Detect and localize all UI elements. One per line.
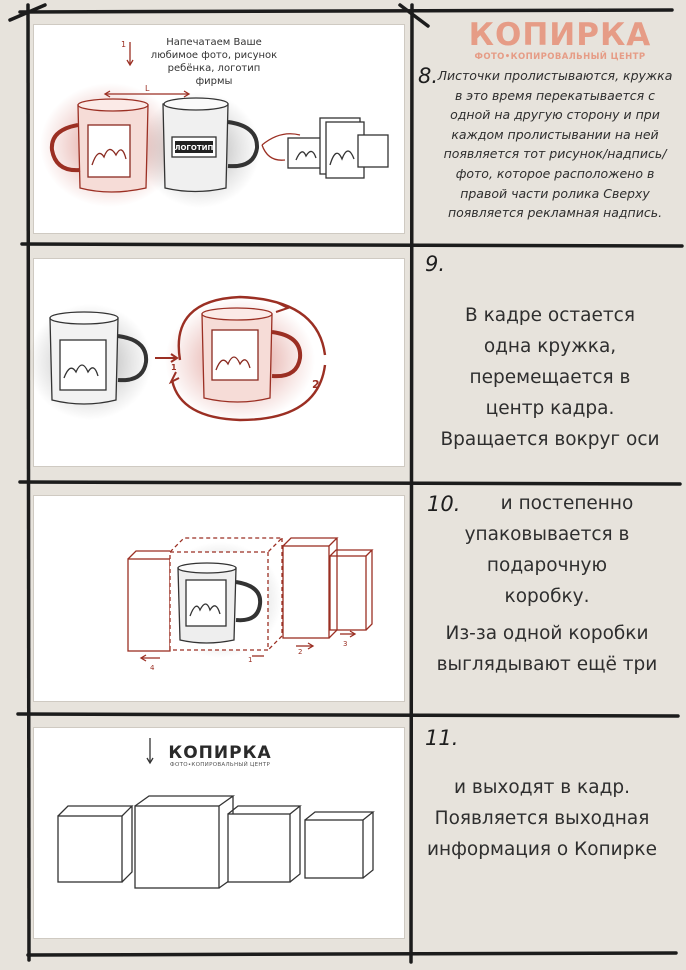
grid-lines bbox=[8, 3, 684, 964]
scene-9-mark-2: 2 bbox=[312, 378, 320, 391]
scene-10-description: и постепенно упаковывается в подарочную … bbox=[464, 493, 634, 607]
mug-label: ЛОГОТИП bbox=[175, 144, 214, 152]
scene-10-note: Из-за одной коробки выглядывают ещё три bbox=[436, 623, 658, 675]
scene-8-frame-caption: Напечатаем Ваше любимое фото, рисунок ре… bbox=[150, 37, 278, 87]
scene-10-number: 10. bbox=[427, 492, 461, 516]
scene-10-mark-1: 1 bbox=[248, 656, 252, 664]
scene-11-brand-tagline: ФОТО•КОПИРОВАЛЬНЫЙ ЦЕНТР bbox=[169, 762, 271, 768]
scene-8-number: 8. bbox=[418, 64, 439, 88]
scene-11-description: и выходят в кадр. Появляется выходная ин… bbox=[427, 777, 657, 860]
brand-name: КОПИРКА bbox=[468, 17, 652, 53]
brand-logo: КОПИРКА ФОТО•КОПИРОВАЛЬНЫЙ ЦЕНТР bbox=[460, 18, 660, 62]
brand-tagline: ФОТО•КОПИРОВАЛЬНЫЙ ЦЕНТР bbox=[474, 52, 646, 62]
scene-8-mark-l: L bbox=[145, 84, 150, 93]
scene-10-mark-3: 3 bbox=[343, 640, 347, 648]
scene-8-mark-1: 1 bbox=[121, 40, 126, 49]
scene-9-art bbox=[28, 295, 327, 422]
scene-9-mark-1: 1 bbox=[171, 363, 177, 372]
scene-9-number: 9. bbox=[425, 252, 446, 276]
scene-10-art bbox=[127, 537, 374, 662]
scene-9-description: В кадре остается одна кружка, перемещает… bbox=[440, 305, 660, 450]
scene-8-description: Листочки пролистываются, кружка в это вр… bbox=[437, 68, 673, 221]
scene-11-number: 11. bbox=[425, 726, 459, 750]
scene-10-mark-4: 4 bbox=[150, 664, 155, 672]
scene-8-art bbox=[40, 42, 389, 208]
scene-11-art bbox=[57, 738, 375, 889]
scene-10-mark-2: 2 bbox=[298, 648, 302, 656]
scene-11-brand-logo: КОПИРКА ФОТО•КОПИРОВАЛЬНЫЙ ЦЕНТР bbox=[160, 744, 280, 768]
scene-11-brand-name: КОПИРКА bbox=[168, 743, 272, 763]
